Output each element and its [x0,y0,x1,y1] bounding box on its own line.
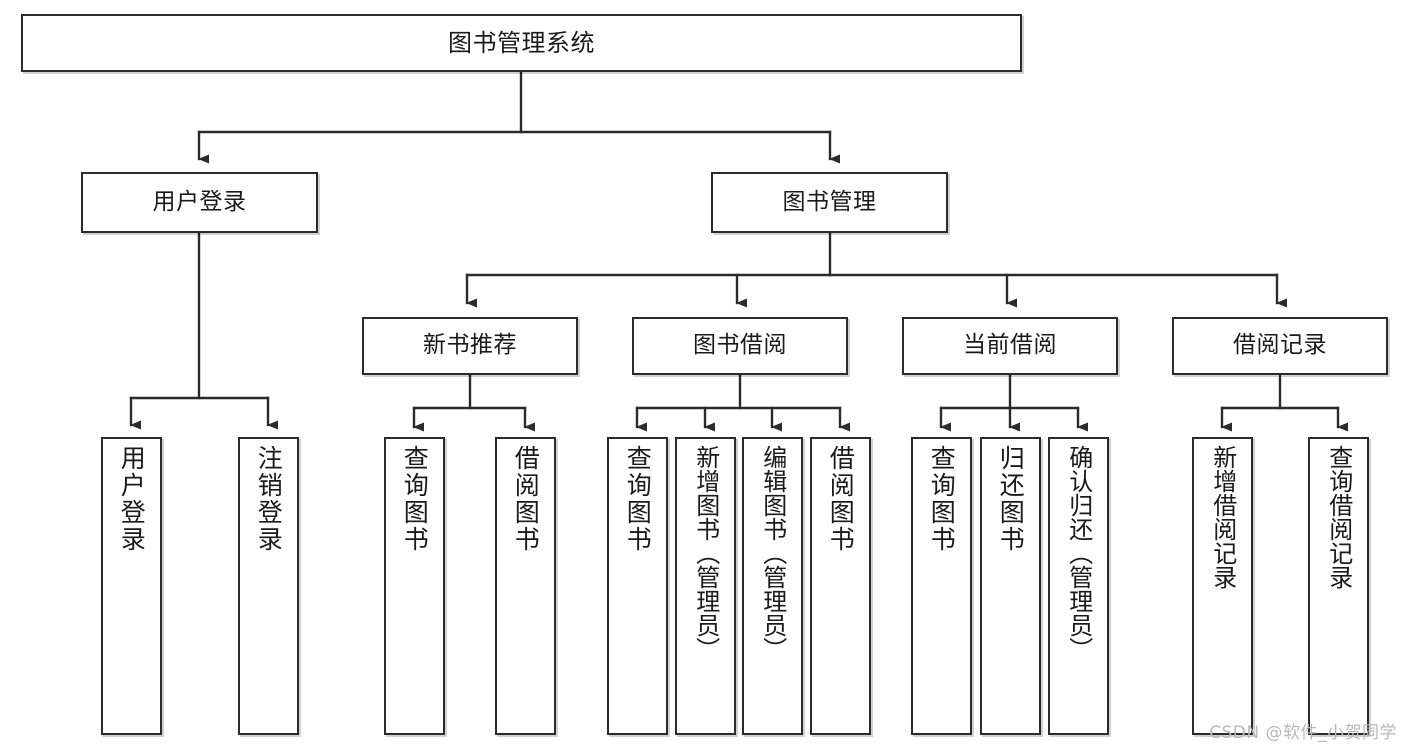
node-label: 查询图书 [400,445,430,553]
node-borrow-record[interactable]: 借阅记录 [1172,317,1388,375]
leaf-add-borrow-record[interactable]: 新增借阅记录 [1192,437,1253,735]
node-book-borrow[interactable]: 图书借阅 [632,317,848,375]
node-root-book-management-system[interactable]: 图书管理系统 [21,14,1022,72]
node-label: 查询图书 [623,445,653,553]
leaf-edit-book-admin[interactable]: 编辑图书（管理员） [742,437,803,735]
leaf-query-book-recommend[interactable]: 查询图书 [384,437,445,735]
watermark-text: CSDN @软件_小贺同学 [1209,723,1397,743]
node-label: 借阅图书 [826,445,856,553]
leaf-confirm-return-admin[interactable]: 确认归还（管理员） [1048,437,1109,735]
node-label: 借阅记录 [1233,332,1327,359]
node-label: 用户登录 [117,445,147,553]
node-label: 注销登录 [254,445,284,553]
node-label: 用户登录 [152,188,247,215]
node-label: 新增借阅记录 [1208,445,1237,589]
node-new-book-recommend[interactable]: 新书推荐 [362,317,578,375]
leaf-query-book-borrow[interactable]: 查询图书 [607,437,668,735]
node-label: 图书管理 [782,188,877,215]
node-label: 新增图书（管理员） [691,445,720,661]
node-label: 确认归还（管理员） [1064,445,1093,661]
node-label: 图书管理系统 [448,28,595,57]
leaf-logout[interactable]: 注销登录 [238,437,299,735]
node-label: 归还图书 [996,445,1026,553]
leaf-borrow-book[interactable]: 借阅图书 [810,437,871,735]
leaf-add-book-admin[interactable]: 新增图书（管理员） [675,437,736,735]
node-current-borrow[interactable]: 当前借阅 [902,317,1118,375]
node-label: 当前借阅 [963,332,1057,359]
leaf-return-book[interactable]: 归还图书 [980,437,1041,735]
node-user-login[interactable]: 用户登录 [81,172,318,233]
leaf-borrow-book-recommend[interactable]: 借阅图书 [495,437,556,735]
node-label: 查询借阅记录 [1324,445,1353,589]
node-label: 查询图书 [927,445,957,553]
node-label: 借阅图书 [511,445,541,553]
leaf-query-borrow-record[interactable]: 查询借阅记录 [1308,437,1369,735]
node-label: 新书推荐 [423,332,517,359]
leaf-query-book-current[interactable]: 查询图书 [911,437,972,735]
node-label: 图书借阅 [693,332,787,359]
node-book-management[interactable]: 图书管理 [711,172,948,233]
leaf-user-login[interactable]: 用户登录 [101,437,162,735]
node-label: 编辑图书（管理员） [758,445,787,661]
